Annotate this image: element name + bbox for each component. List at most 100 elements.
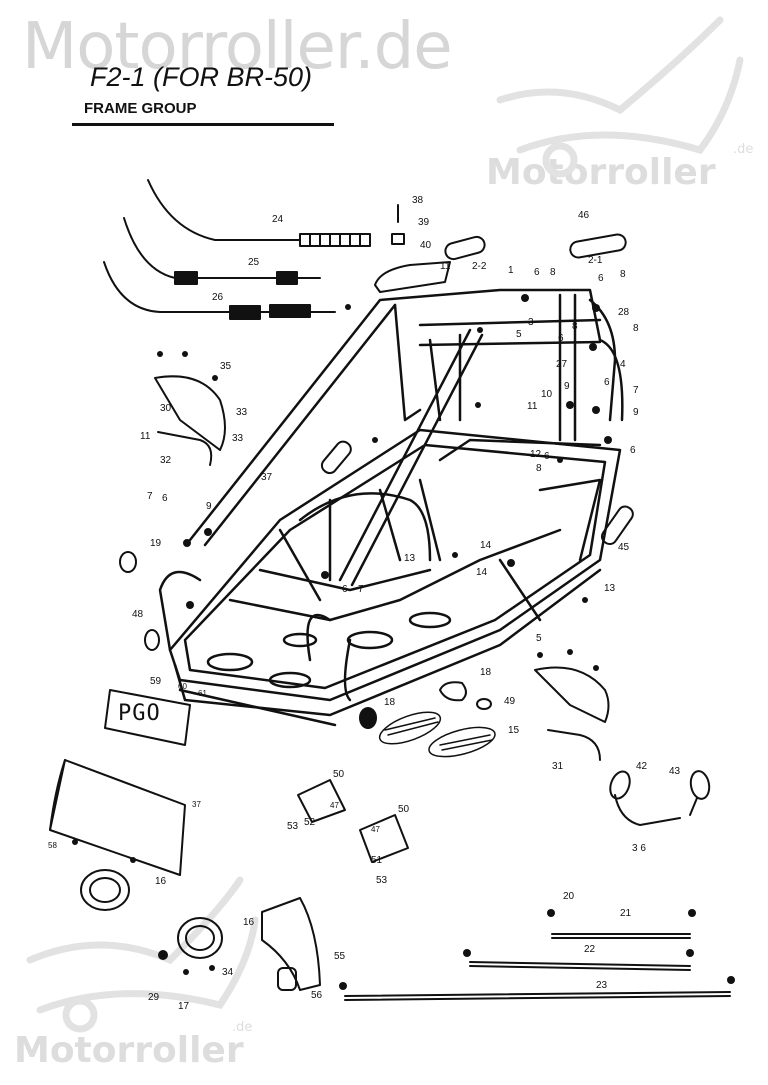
callout-49: 49 xyxy=(504,696,516,707)
headlight-16-b xyxy=(177,917,223,959)
rod-21 xyxy=(551,933,691,939)
scooter-watermark-icon xyxy=(496,16,744,178)
callout-47-a: 47 xyxy=(330,801,339,810)
callout-43: 43 xyxy=(669,766,681,777)
bracket-11 xyxy=(374,261,451,293)
callout-56: 56 xyxy=(311,990,323,1001)
callout-6-e: 6 xyxy=(630,445,636,456)
callout-10: 10 xyxy=(541,389,553,400)
callout-6-f: 6 xyxy=(544,451,550,462)
callout-6-g: 6 xyxy=(162,493,168,504)
callout-13-a: 13 xyxy=(404,553,416,564)
panel-right xyxy=(534,666,610,723)
callout-9-c: 9 xyxy=(206,501,212,512)
callout-16-a: 16 xyxy=(155,876,167,887)
callout-61: 61 xyxy=(198,689,207,698)
callout-3: 3 xyxy=(528,317,534,328)
callout-36: 3 6 xyxy=(632,843,646,854)
scooter-watermark-icon-lower xyxy=(26,876,259,1033)
cap-18 xyxy=(359,707,377,729)
callout-1: 1 xyxy=(508,265,514,276)
panel-30 xyxy=(154,375,226,451)
callout-6-d: 6 xyxy=(604,377,610,388)
watermark-right: Motorroller xyxy=(486,152,716,193)
pedal-15 xyxy=(378,711,496,758)
callout-33-a: 33 xyxy=(236,407,248,418)
callout-29: 29 xyxy=(148,992,160,1003)
callout-8-a: 8 xyxy=(550,267,556,278)
callout-28: 28 xyxy=(618,307,630,318)
callout-59: 59 xyxy=(150,676,162,687)
callout-51: 51 xyxy=(371,855,383,866)
callout-14-a: 14 xyxy=(480,540,492,551)
cable-25 xyxy=(103,261,336,318)
callout-24: 24 xyxy=(272,214,284,225)
callout-4: 4 xyxy=(620,359,626,370)
callout-6-h: 6 xyxy=(342,584,348,595)
callout-2-2: 2-2 xyxy=(472,261,487,272)
callout-7-b: 7 xyxy=(147,491,153,502)
callout-22: 22 xyxy=(584,944,596,955)
callout-12: 12 xyxy=(530,449,542,460)
headlight-16-a xyxy=(80,869,130,911)
bracket-50-a xyxy=(297,779,346,823)
diagram-title: F2-1 (FOR BR-50) xyxy=(90,62,313,92)
callout-8-e: 8 xyxy=(536,463,542,474)
callout-32: 32 xyxy=(160,455,172,466)
watermark-left: Motorroller xyxy=(14,1030,244,1071)
callout-45: 45 xyxy=(618,542,630,553)
callout-34: 34 xyxy=(222,967,234,978)
callout-19: 19 xyxy=(150,538,162,549)
callout-38: 38 xyxy=(412,195,424,206)
watermark-main: Motorroller.de xyxy=(22,10,453,84)
cover-37 xyxy=(49,759,186,876)
cable-24 xyxy=(123,179,371,279)
callout-5-b: 5 xyxy=(536,633,542,644)
callout-25: 25 xyxy=(248,257,260,268)
rod-22 xyxy=(469,961,691,971)
switch-19 xyxy=(119,551,137,573)
callout-53-b: 53 xyxy=(376,875,388,886)
callout-37-a: 37 xyxy=(261,472,273,483)
callout-50-a: 50 xyxy=(333,769,345,780)
callout-18-b: 18 xyxy=(384,697,396,708)
callout-60: 60 xyxy=(178,682,187,691)
mirror-42 xyxy=(609,770,681,826)
callout-47-b: 47 xyxy=(371,825,380,834)
knob-18 xyxy=(439,681,467,702)
rod-23 xyxy=(344,991,731,1001)
callout-27: 27 xyxy=(556,359,568,370)
bracket-55 xyxy=(261,897,321,991)
cap-48 xyxy=(144,629,160,651)
callout-9-a: 9 xyxy=(564,381,570,392)
grip-45 xyxy=(320,440,634,546)
callout-26: 26 xyxy=(212,292,224,303)
callout-6-b: 6 xyxy=(598,273,604,284)
callout-39: 39 xyxy=(418,217,430,228)
callout-42: 42 xyxy=(636,761,648,772)
callout-6-a: 6 xyxy=(534,267,540,278)
callout-17: 17 xyxy=(178,1001,190,1012)
bracket-50-b xyxy=(359,814,409,863)
callout-13-b: 13 xyxy=(604,583,616,594)
callout-2-1: 2-1 xyxy=(588,255,603,266)
callout-53-a: 53 xyxy=(287,821,299,832)
callout-48: 48 xyxy=(132,609,144,620)
callout-14-b: 14 xyxy=(476,567,488,578)
title-underline xyxy=(72,123,334,126)
callout-8-b: 8 xyxy=(620,269,626,280)
callout-33-b: 33 xyxy=(232,433,244,444)
callout-5: 5 xyxy=(516,329,522,340)
callout-23: 23 xyxy=(596,980,608,991)
callout-7-c: 7 xyxy=(358,584,364,595)
callout-11-c: 11 xyxy=(527,401,538,412)
callout-58: 58 xyxy=(48,841,57,850)
nut-39 xyxy=(391,233,405,245)
callout-6-c: 6 xyxy=(558,333,564,344)
plate-59 xyxy=(104,689,191,746)
callout-8-d: 8 xyxy=(633,323,639,334)
callout-30: 30 xyxy=(160,403,172,414)
callout-7-a: 7 xyxy=(633,385,639,396)
